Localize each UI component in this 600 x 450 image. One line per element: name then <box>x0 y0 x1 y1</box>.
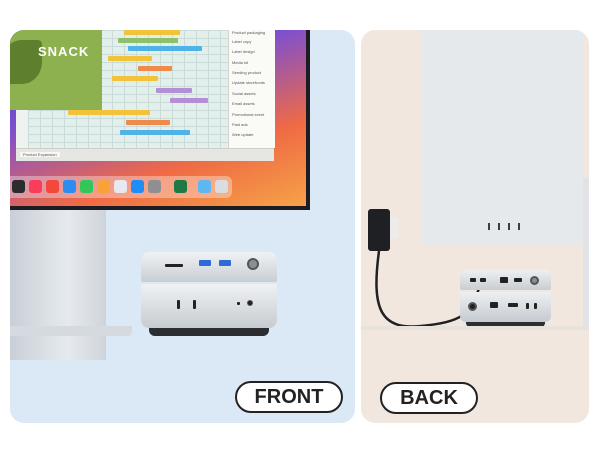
snack-text: SNACK <box>38 44 90 59</box>
usb-c-port <box>534 303 537 309</box>
task-item: Email assets <box>232 101 255 106</box>
gantt-bar <box>120 130 190 135</box>
gantt-bar <box>68 110 150 115</box>
front-view-panel: Product packaging Label copy Label desig… <box>10 30 355 423</box>
mini-pc-bottom-unit-back <box>460 292 551 322</box>
task-item: Seeding product <box>232 70 262 75</box>
task-item: Promotional event <box>232 112 265 117</box>
usb-port <box>470 278 476 282</box>
mini-pc-back <box>460 270 551 327</box>
usb-c-port <box>526 303 529 309</box>
usb-port <box>480 278 486 282</box>
settings-icon <box>148 180 161 193</box>
gantt-bar <box>118 38 178 43</box>
monitor-stand <box>10 210 106 360</box>
mini-pc-bottom-unit <box>141 284 277 328</box>
mini-pc-top-unit <box>141 252 277 282</box>
sheet-footer: Product Expansion <box>16 148 274 161</box>
power-button <box>247 258 259 270</box>
vent-slot <box>498 223 500 230</box>
gantt-bar <box>128 46 202 51</box>
monitor: Product packaging Label copy Label desig… <box>10 30 310 210</box>
monitor-stand-base <box>10 326 132 336</box>
keynote-icon <box>63 180 76 193</box>
audio-jack <box>247 300 253 306</box>
front-label: FRONT <box>235 381 343 413</box>
gantt-bar <box>124 30 180 35</box>
spreadsheet-window: Product packaging Label copy Label desig… <box>16 30 275 161</box>
task-item: Update storefronts <box>232 80 265 85</box>
gantt-bar <box>126 120 170 125</box>
leaf-shape <box>10 40 42 84</box>
gantt-bar <box>108 56 152 61</box>
snack-card: SNACK <box>10 30 102 110</box>
task-item: Social assets <box>232 91 256 96</box>
task-item: Product packaging <box>232 30 266 35</box>
round-port <box>468 302 477 311</box>
sheet-tab: Product Expansion <box>20 152 60 157</box>
music-icon <box>29 180 42 193</box>
back-view-panel: BACK <box>361 30 589 423</box>
dc-port <box>500 277 508 283</box>
table-edge <box>361 326 589 330</box>
hdmi-port <box>508 303 518 307</box>
gantt-bar <box>138 66 172 71</box>
task-item: Label copy <box>232 39 252 44</box>
usb-port <box>219 260 231 266</box>
task-item: Paid ads <box>232 122 248 127</box>
vent-slot <box>488 223 490 230</box>
app-icon <box>12 180 25 193</box>
status-led <box>237 302 240 305</box>
hdmi-port <box>514 278 522 282</box>
mini-pc-top-unit-back <box>460 270 551 290</box>
mini-pc-base <box>149 328 269 336</box>
monitor-stand-back <box>583 178 589 328</box>
task-item: Web update <box>232 132 254 137</box>
ethernet-port <box>490 302 498 308</box>
task-item: Media kit <box>232 60 249 65</box>
task-item: Label design <box>232 49 255 54</box>
news-icon <box>46 180 59 193</box>
dock <box>10 176 232 198</box>
power-cable <box>375 250 481 328</box>
mini-pc-base-back <box>466 322 545 327</box>
sd-card-slot <box>165 264 183 267</box>
vent-slot <box>508 223 510 230</box>
folder-icon <box>198 180 211 193</box>
gantt-bar <box>156 88 192 93</box>
usb-c-port <box>193 300 196 309</box>
power-adapter <box>368 209 390 251</box>
numbers-icon <box>80 180 93 193</box>
monitor-screen: Product packaging Label copy Label desig… <box>10 30 306 206</box>
round-port <box>530 276 539 285</box>
app-store-icon <box>131 180 144 193</box>
gantt-bar <box>112 76 158 81</box>
pages-icon <box>97 180 110 193</box>
vent-slot <box>518 223 520 230</box>
task-list: Product packaging Label copy Label desig… <box>228 30 275 148</box>
wall-plug <box>390 218 398 238</box>
gantt-bar <box>170 98 208 103</box>
excel-icon <box>174 180 187 193</box>
phone-icon <box>114 180 127 193</box>
mini-pc-front <box>141 252 277 338</box>
trash-icon <box>215 180 228 193</box>
monitor-back <box>422 30 583 246</box>
usb-c-port <box>177 300 180 309</box>
back-label: BACK <box>380 382 478 414</box>
usb-port <box>199 260 211 266</box>
